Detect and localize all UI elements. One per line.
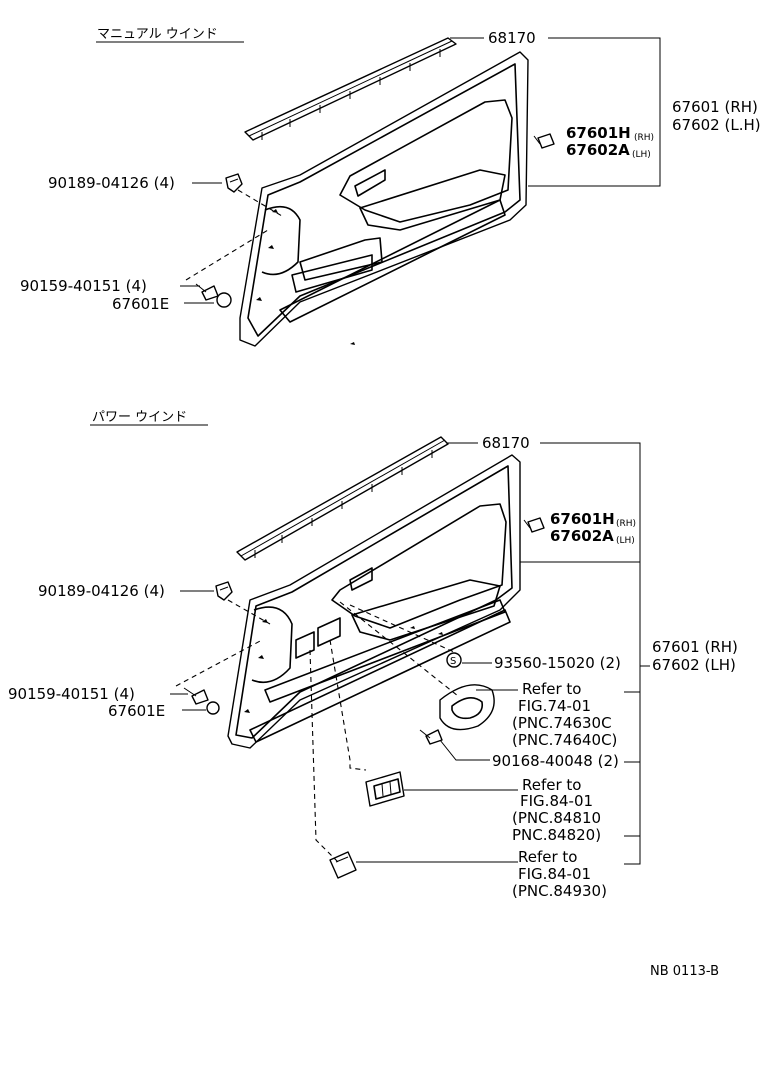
label-67601h-power: 67601H (550, 510, 615, 528)
label-67602-lh-power: 67602 (LH) (652, 656, 736, 674)
single-switch-icon-power (329, 851, 357, 879)
label-67601h-side-power: (RH) (616, 519, 636, 529)
label-90189-manual: 90189-04126 (4) (48, 174, 175, 192)
label-90168-power: 90168-40048 (2) (492, 752, 619, 770)
power-window-section: パワー ウインド (8, 410, 738, 900)
label-ref2-line3: (PNC.84810 (512, 809, 601, 827)
label-ref1-line3: (PNC.74630C (512, 714, 612, 732)
label-67602a-side-power: (LH) (616, 536, 635, 546)
label-67602a-manual: 67602A (566, 141, 630, 159)
s-clip-mark: S (450, 656, 456, 667)
label-ref1-line2: FIG.74-01 (518, 697, 591, 715)
bezel-screw-icon-power (419, 729, 443, 745)
clip-icon-manual (225, 173, 243, 193)
screw-icon-power (183, 687, 209, 705)
label-ref1-line4: (PNC.74640C) (512, 731, 617, 749)
plug-icon-manual (533, 133, 555, 149)
power-window-title: パワー ウインド (92, 410, 187, 425)
manual-window-title: マニュアル ウインド (97, 27, 218, 42)
door-trim-panel-power (227, 454, 521, 749)
label-67601-rh-power: 67601 (RH) (652, 638, 738, 656)
master-switch-icon-power (365, 771, 405, 807)
label-90189-power: 90189-04126 (4) (38, 582, 165, 600)
cap-icon-power (206, 701, 220, 715)
handle-bezel-icon-power (439, 684, 495, 731)
label-67601e-manual: 67601E (112, 295, 169, 313)
label-67602a-side-manual: (LH) (632, 150, 651, 160)
clip-icon-power (215, 581, 233, 601)
figure-code: NB 0113-B (650, 964, 719, 979)
label-67602-lh-manual: 67602 (L.H) (672, 116, 761, 134)
label-67601h-side-manual: (RH) (634, 133, 654, 143)
label-ref3-line3: (PNC.84930) (512, 882, 607, 900)
label-ref3-line1: Refer to (518, 848, 577, 866)
label-ref1-line1: Refer to (522, 680, 581, 698)
label-67601e-power: 67601E (108, 702, 165, 720)
door-trim-panel-manual (239, 51, 529, 347)
plug-icon-power (523, 517, 545, 533)
cap-icon-manual (216, 292, 232, 308)
label-90159-power: 90159-40151 (4) (8, 685, 135, 703)
weatherstrip-68170-power (236, 436, 449, 561)
label-90159-manual: 90159-40151 (4) (20, 277, 147, 295)
label-ref2-line1: Refer to (522, 776, 581, 794)
label-67601-rh-manual: 67601 (RH) (672, 98, 758, 116)
label-68170-manual: 68170 (488, 29, 536, 47)
label-ref3-line2: FIG.84-01 (518, 865, 591, 883)
label-68170-power: 68170 (482, 434, 530, 452)
label-93560-power: 93560-15020 (2) (494, 654, 621, 672)
label-ref2-line4: PNC.84820) (512, 826, 601, 844)
s-clip-icon-power: S (446, 652, 462, 668)
label-67601h-manual: 67601H (566, 124, 631, 142)
manual-window-section: マニュアル ウインド (20, 27, 761, 347)
weatherstrip-68170-manual (244, 37, 457, 141)
label-ref2-line2: FIG.84-01 (520, 792, 593, 810)
label-67602a-power: 67602A (550, 527, 614, 545)
